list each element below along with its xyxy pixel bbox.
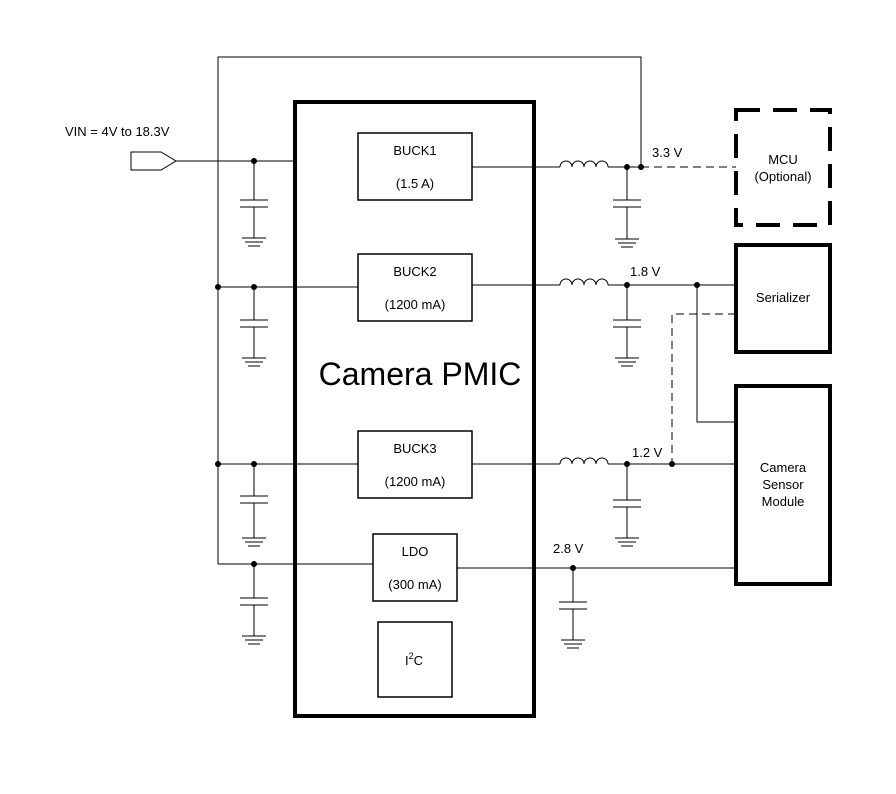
ldo-name: LDO [402,544,429,559]
mcu-optional-label: (Optional) [754,169,811,184]
junction-dot [251,284,257,290]
buck1-block [357,132,473,201]
mcu-label: MCU [768,152,798,167]
rail-2v8-label: 2.8 V [553,541,584,556]
buck2-output [472,278,736,423]
rail-1v8-label: 1.8 V [630,264,661,279]
inductor-icon [559,457,609,465]
buck2-rating: (1200 mA) [385,297,446,312]
i2c-label: I2C [405,651,423,668]
vin-feedback-wire [217,56,642,564]
mcu-block [734,108,832,227]
buck1-output [472,160,644,248]
junction-dot [251,561,257,567]
ldo-block [372,533,458,602]
ldo-output [457,565,736,649]
junction-dot [251,461,257,467]
vin-input-connector-icon [130,151,177,171]
junction-dot [215,461,221,467]
buck2-block [357,253,473,322]
rail-1v2-label: 1.2 V [632,445,663,460]
inductor-icon [559,278,609,286]
rail-3v3-label: 3.3 V [652,145,683,160]
pmic-box [293,100,536,718]
buck3-name: BUCK3 [393,441,436,456]
camera-label-line2: Sensor [762,477,804,492]
buck3-output [472,457,736,547]
buck3-rating: (1200 mA) [385,474,446,489]
ldo-rating: (300 mA) [388,577,441,592]
buck2-name: BUCK2 [393,264,436,279]
junction-dot [215,284,221,290]
vin-label: VIN = 4V to 18.3V [65,124,170,139]
inductor-icon [559,160,609,168]
buck1-rating: (1.5 A) [396,176,434,191]
pmic-title: Camera PMIC [319,356,522,392]
camera-sensor-block [734,384,832,586]
serializer-1v2-dashed-wire [671,313,736,464]
camera-label-line1: Camera [760,460,807,475]
junction-dot [251,158,257,164]
i2c-block [377,621,453,698]
camera-label-line3: Module [762,494,805,509]
input-capacitors [240,161,268,645]
serializer-label: Serializer [756,290,811,305]
buck1-name: BUCK1 [393,143,436,158]
serializer-block [734,243,832,354]
